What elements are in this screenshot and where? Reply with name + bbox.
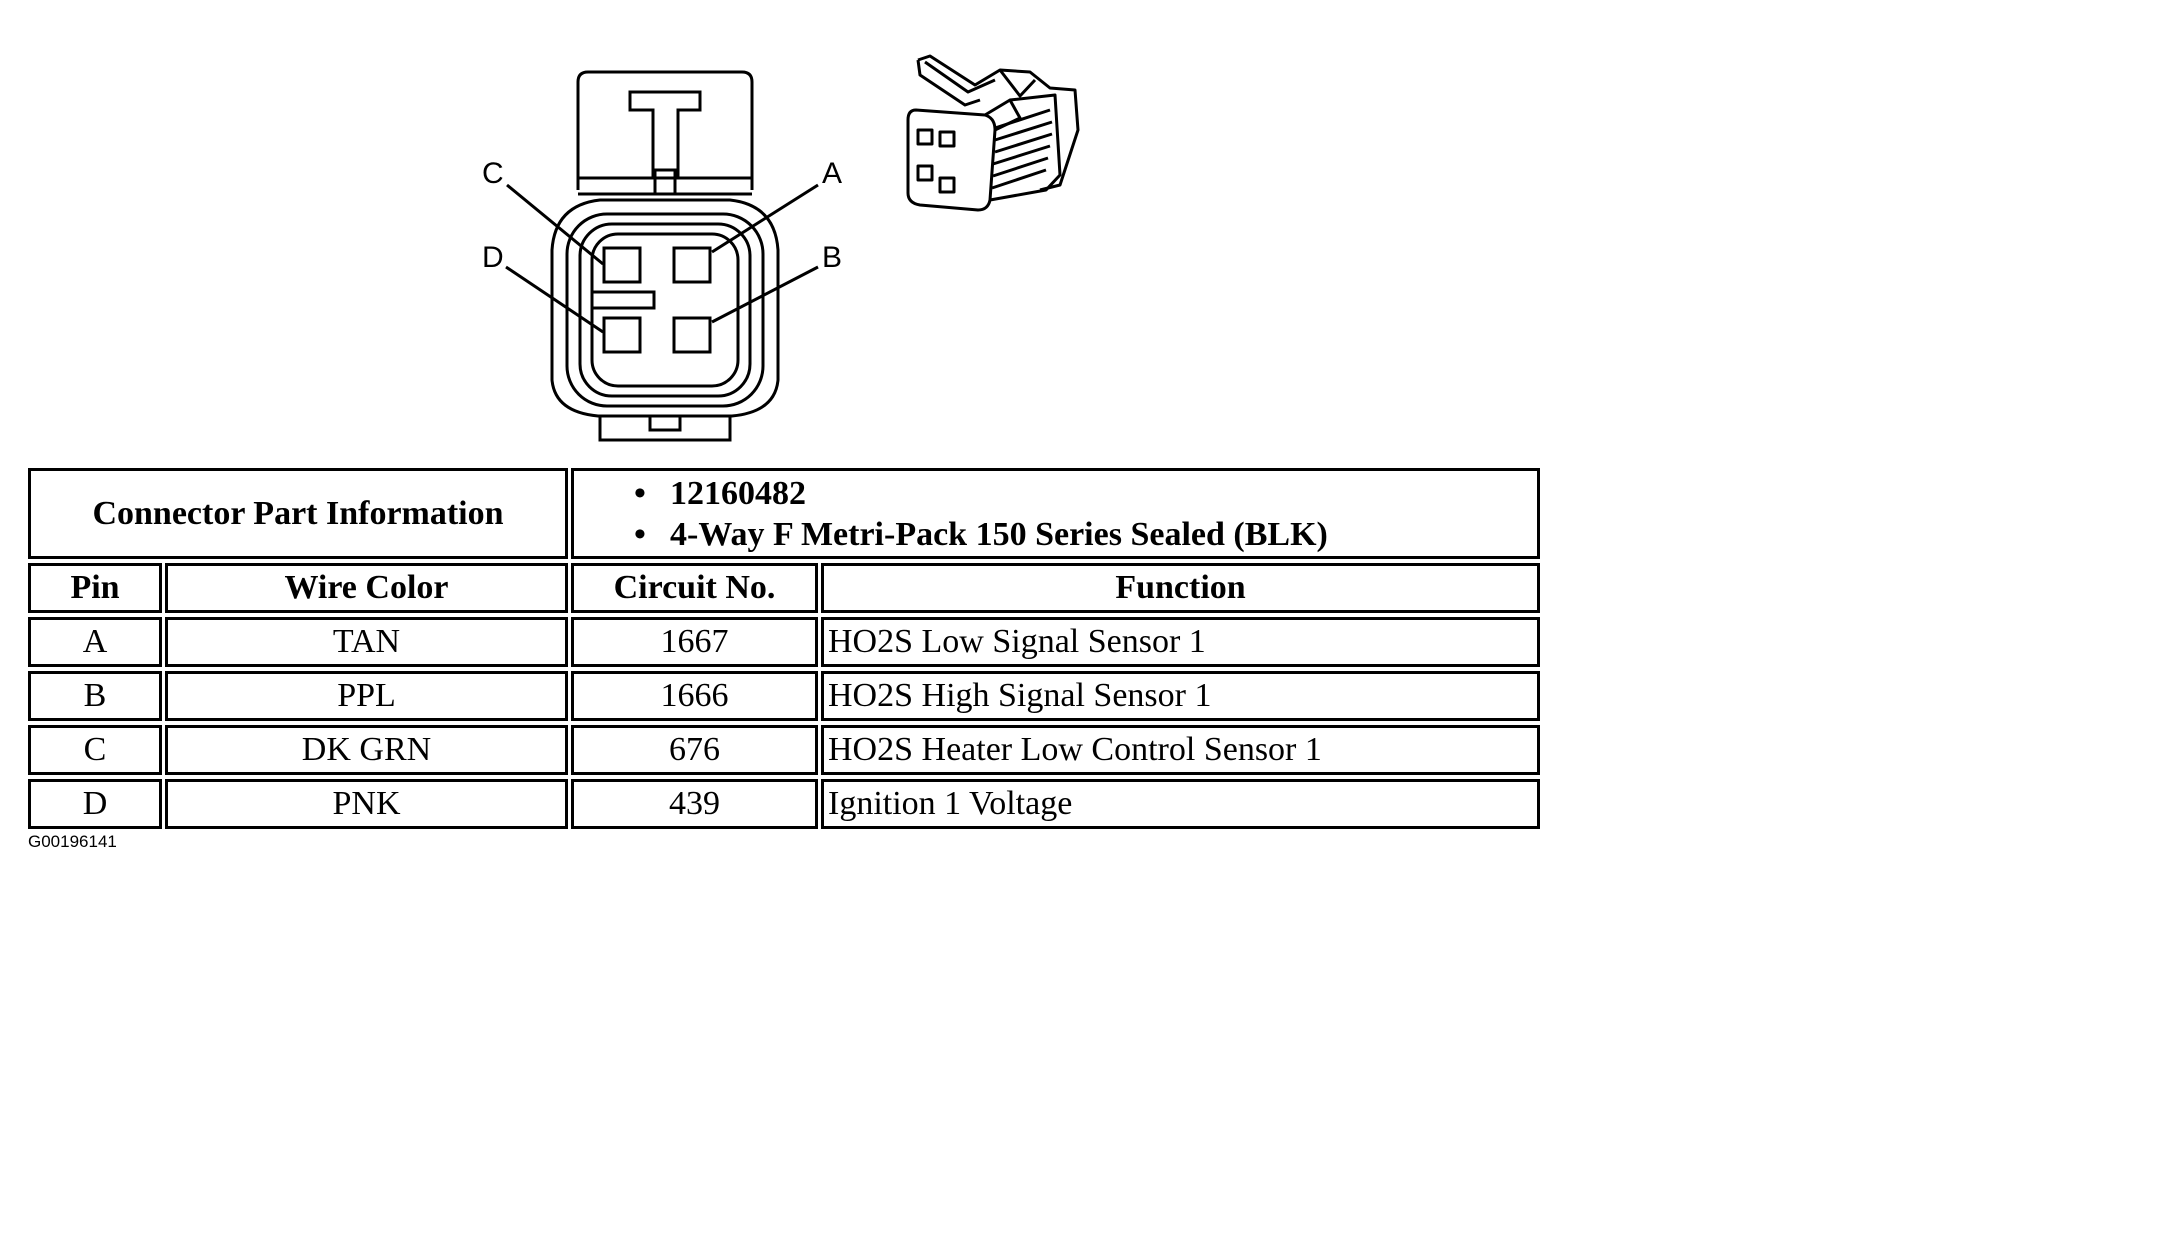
cell-wire-color: PNK <box>165 779 568 829</box>
cell-pin: D <box>28 779 162 829</box>
pin-label-d: D <box>482 241 504 274</box>
cell-circuit-no: 439 <box>571 779 818 829</box>
header-circuit-no: Circuit No. <box>571 563 818 613</box>
cell-wire-color: DK GRN <box>165 725 568 775</box>
bullet: • <box>634 474 646 512</box>
pin-label-c: C <box>482 157 504 190</box>
connector-description-item: • 4-Way F Metri-Pack 150 Series Sealed (B… <box>634 514 1328 555</box>
connector-face-drawing <box>505 70 819 442</box>
bullet: • <box>634 515 646 553</box>
connector-diagram: C A D B <box>482 54 1080 442</box>
cell-pin: C <box>28 725 162 775</box>
pin-label-a: A <box>822 157 842 190</box>
pinout-table: Connector Part Information • 12160482 • 4-… <box>28 468 1540 829</box>
cell-function: HO2S Low Signal Sensor 1 <box>821 617 1540 667</box>
cell-pin: B <box>28 671 162 721</box>
cell-function: HO2S High Signal Sensor 1 <box>821 671 1540 721</box>
header-pin: Pin <box>28 563 162 613</box>
cell-circuit-no: 676 <box>571 725 818 775</box>
cell-function: Ignition 1 Voltage <box>821 779 1540 829</box>
cell-wire-color: TAN <box>165 617 568 667</box>
connector-isometric-drawing <box>906 54 1080 212</box>
cell-circuit-no: 1666 <box>571 671 818 721</box>
connector-info-label: Connector Part Information <box>28 468 568 559</box>
figure-id: G00196141 <box>28 832 117 851</box>
header-function: Function <box>821 563 1540 613</box>
connector-info-value: • 12160482 • 4-Way F Metri-Pack 150 Series… <box>571 468 1540 559</box>
cell-pin: A <box>28 617 162 667</box>
cell-wire-color: PPL <box>165 671 568 721</box>
cell-circuit-no: 1667 <box>571 617 818 667</box>
connector-part-number: 12160482 <box>670 474 806 512</box>
pin-label-b: B <box>822 241 842 274</box>
connector-description: 4-Way F Metri-Pack 150 Series Sealed (BL… <box>670 515 1328 553</box>
cell-function: HO2S Heater Low Control Sensor 1 <box>821 725 1540 775</box>
connector-info-list: • 12160482 • 4-Way F Metri-Pack 150 Series… <box>634 473 1328 555</box>
connector-part-number-item: • 12160482 <box>634 473 1328 514</box>
header-wire-color: Wire Color <box>165 563 568 613</box>
